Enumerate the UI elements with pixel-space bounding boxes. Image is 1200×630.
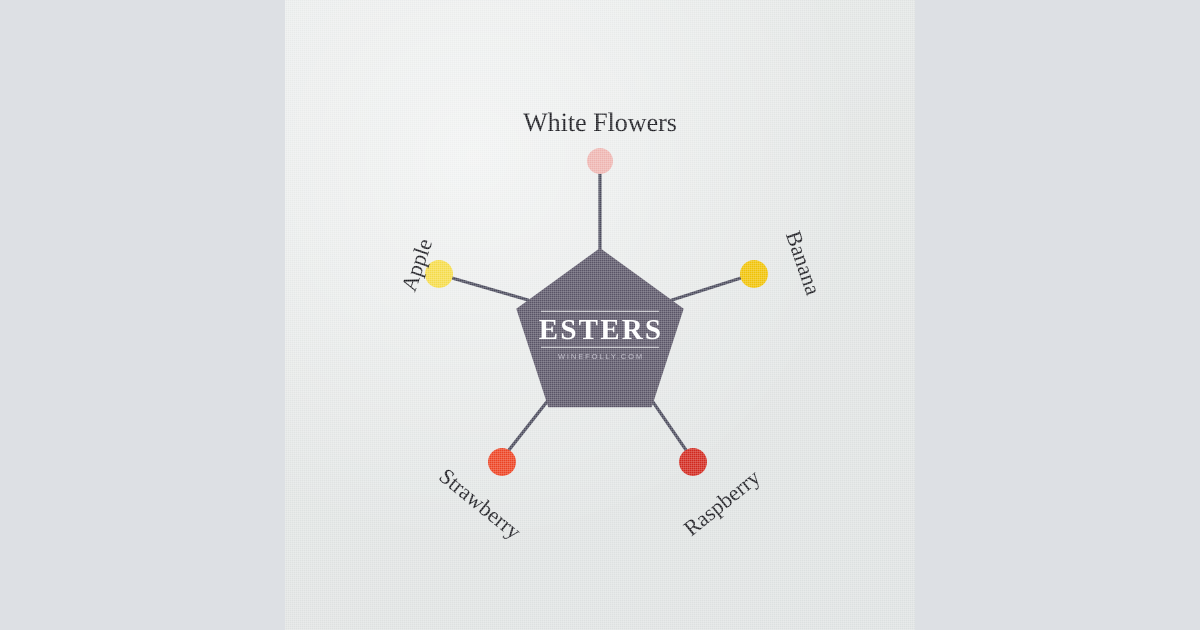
node-dot-white-flowers xyxy=(587,148,613,174)
node-dot-apple xyxy=(425,260,453,288)
node-dot-banana xyxy=(740,260,768,288)
spoke-banana xyxy=(670,276,743,302)
node-dot-raspberry xyxy=(679,448,707,476)
spoke-apple xyxy=(450,276,530,302)
center-pentagon-group xyxy=(516,248,684,408)
diagram-vector-layer xyxy=(425,148,768,476)
center-pentagon xyxy=(516,248,684,408)
esters-aroma-diagram: ESTERS WINEFOLLY.COM White Flowers Banan… xyxy=(285,0,915,630)
node-label-white-flowers: White Flowers xyxy=(523,108,677,137)
node-dot-group xyxy=(425,148,768,476)
right-filler-pane xyxy=(915,0,1200,630)
left-filler-pane xyxy=(0,0,285,630)
node-dot-strawberry xyxy=(488,448,516,476)
